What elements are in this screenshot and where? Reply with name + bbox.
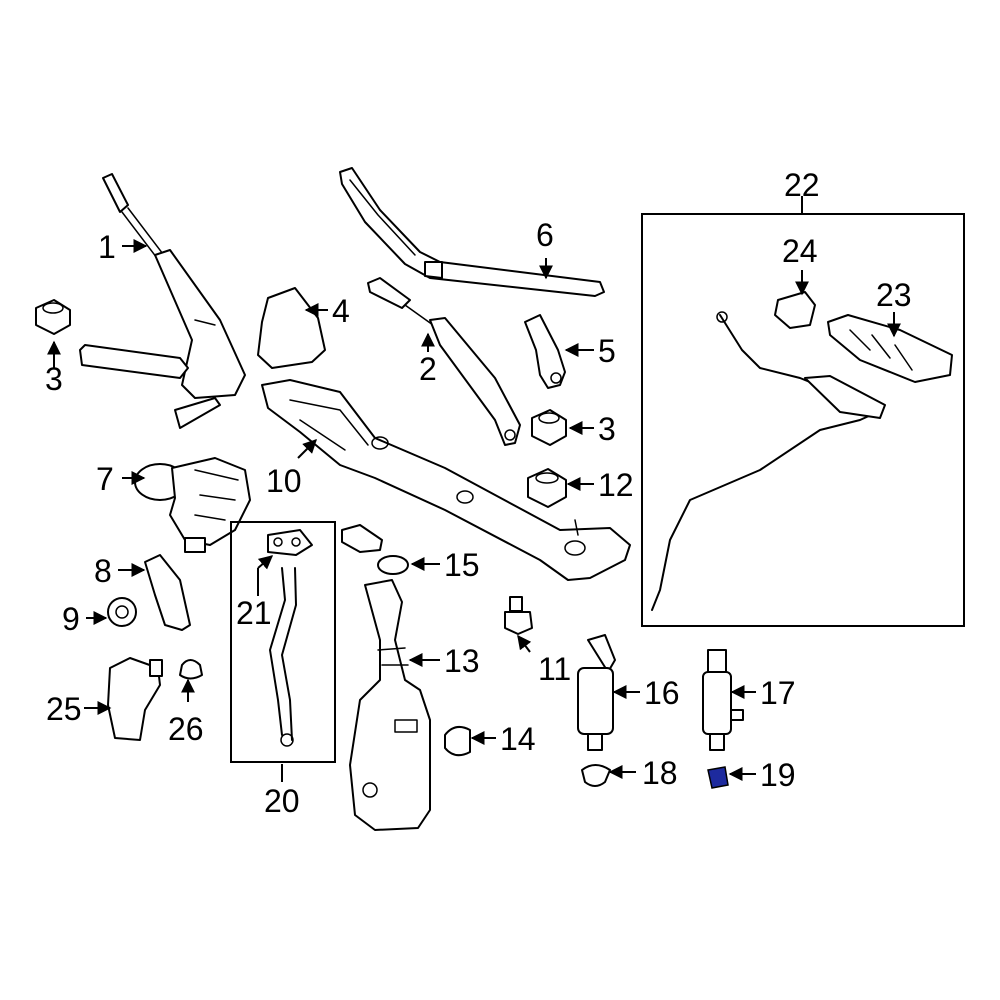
callout-18: 18 (642, 755, 678, 791)
callout-15: 15 (444, 547, 480, 583)
callout-14: 14 (500, 721, 536, 757)
part-6-wiper-blade[interactable] (339, 167, 605, 297)
part-12-nut[interactable] (527, 468, 567, 508)
callout-labels: 1 2 3 3 4 5 6 7 8 9 10 11 12 13 14 15 16… (45, 167, 912, 819)
part-17-pump[interactable] (702, 649, 744, 751)
callout-12: 12 (598, 467, 634, 503)
callout-16: 16 (644, 675, 680, 711)
callout-4: 4 (332, 293, 350, 329)
part-3-nut-right[interactable] (531, 409, 567, 446)
callout-7: 7 (96, 461, 114, 497)
part-18-grommet[interactable] (581, 764, 611, 787)
part-2-wiper-arm[interactable] (367, 277, 521, 446)
part-20-hose-box[interactable] (230, 521, 336, 763)
callout-10: 10 (266, 463, 302, 499)
callout-11: 11 (538, 651, 571, 687)
part-11-grommet[interactable] (504, 596, 533, 635)
part-4-cover[interactable] (257, 287, 326, 369)
callout-3-left: 3 (45, 361, 63, 397)
part-16-pump[interactable] (577, 634, 616, 751)
part-19-grommet-highlight[interactable] (707, 766, 729, 789)
part-3-nut-left[interactable] (35, 299, 71, 335)
callout-20: 20 (264, 783, 300, 819)
callout-17: 17 (760, 675, 796, 711)
part-10-linkage[interactable] (261, 379, 631, 581)
callout-3-right: 3 (598, 411, 616, 447)
callout-1: 1 (98, 229, 116, 265)
callout-22: 22 (784, 167, 820, 203)
part-8-bracket[interactable] (144, 554, 191, 631)
part-26-cap[interactable] (179, 659, 203, 680)
part-9-grommet[interactable] (107, 597, 137, 627)
callout-5: 5 (598, 333, 616, 369)
part-5-arm-cap[interactable] (524, 314, 566, 389)
leader-lines (47, 196, 901, 782)
part-23-nozzle-bar[interactable] (827, 314, 953, 383)
callout-9: 9 (62, 601, 80, 637)
callout-13: 13 (444, 643, 480, 679)
callout-26: 26 (168, 711, 204, 747)
part-14-cap[interactable] (444, 725, 471, 757)
callout-2: 2 (419, 351, 437, 387)
part-25-sensor[interactable] (107, 657, 163, 741)
part-15-gasket[interactable] (341, 524, 409, 575)
part-1-wiper-arm[interactable] (79, 173, 246, 429)
part-7-wiper-motor[interactable] (134, 457, 251, 553)
callout-21: 21 (236, 595, 272, 631)
callout-25: 25 (46, 691, 82, 727)
part-13-reservoir[interactable] (349, 579, 431, 831)
part-24-clip[interactable] (774, 291, 816, 329)
callout-23: 23 (876, 277, 912, 313)
callout-24: 24 (782, 233, 818, 269)
callout-6: 6 (536, 217, 554, 253)
callout-19: 19 (760, 757, 796, 793)
callout-8: 8 (94, 553, 112, 589)
